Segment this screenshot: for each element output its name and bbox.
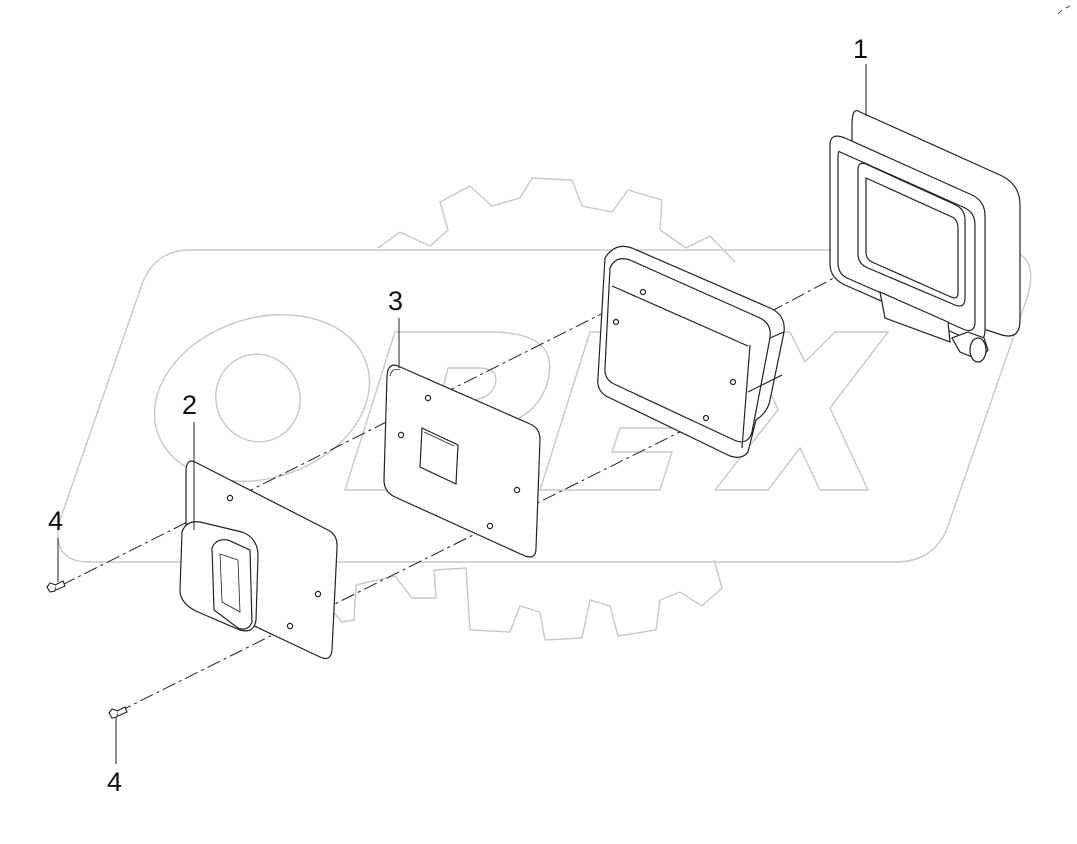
part-4-screw-upper bbox=[46, 580, 66, 593]
part-2-cover-plate bbox=[179, 460, 338, 660]
callout-part-4-lower: 4 bbox=[107, 767, 123, 797]
callout-part-2: 2 bbox=[182, 390, 198, 420]
callout-part-3: 3 bbox=[388, 286, 404, 316]
leader-lines bbox=[57, 64, 867, 764]
corner-mark bbox=[1057, 5, 1071, 15]
light-housing-box bbox=[597, 245, 785, 458]
part-1-bezel-frame bbox=[829, 109, 1021, 363]
opex-watermark-logo bbox=[57, 177, 1032, 641]
watermark-gear-outline bbox=[291, 177, 736, 641]
watermark-plate-outline bbox=[57, 249, 1032, 563]
part-4-screw-lower bbox=[108, 706, 128, 719]
callout-part-1: 1 bbox=[853, 34, 869, 64]
part-3-mounting-plate bbox=[383, 364, 541, 558]
watermark-letter-x bbox=[713, 331, 890, 491]
watermark-letter-o bbox=[153, 313, 371, 483]
callout-part-4-upper: 4 bbox=[48, 506, 64, 536]
